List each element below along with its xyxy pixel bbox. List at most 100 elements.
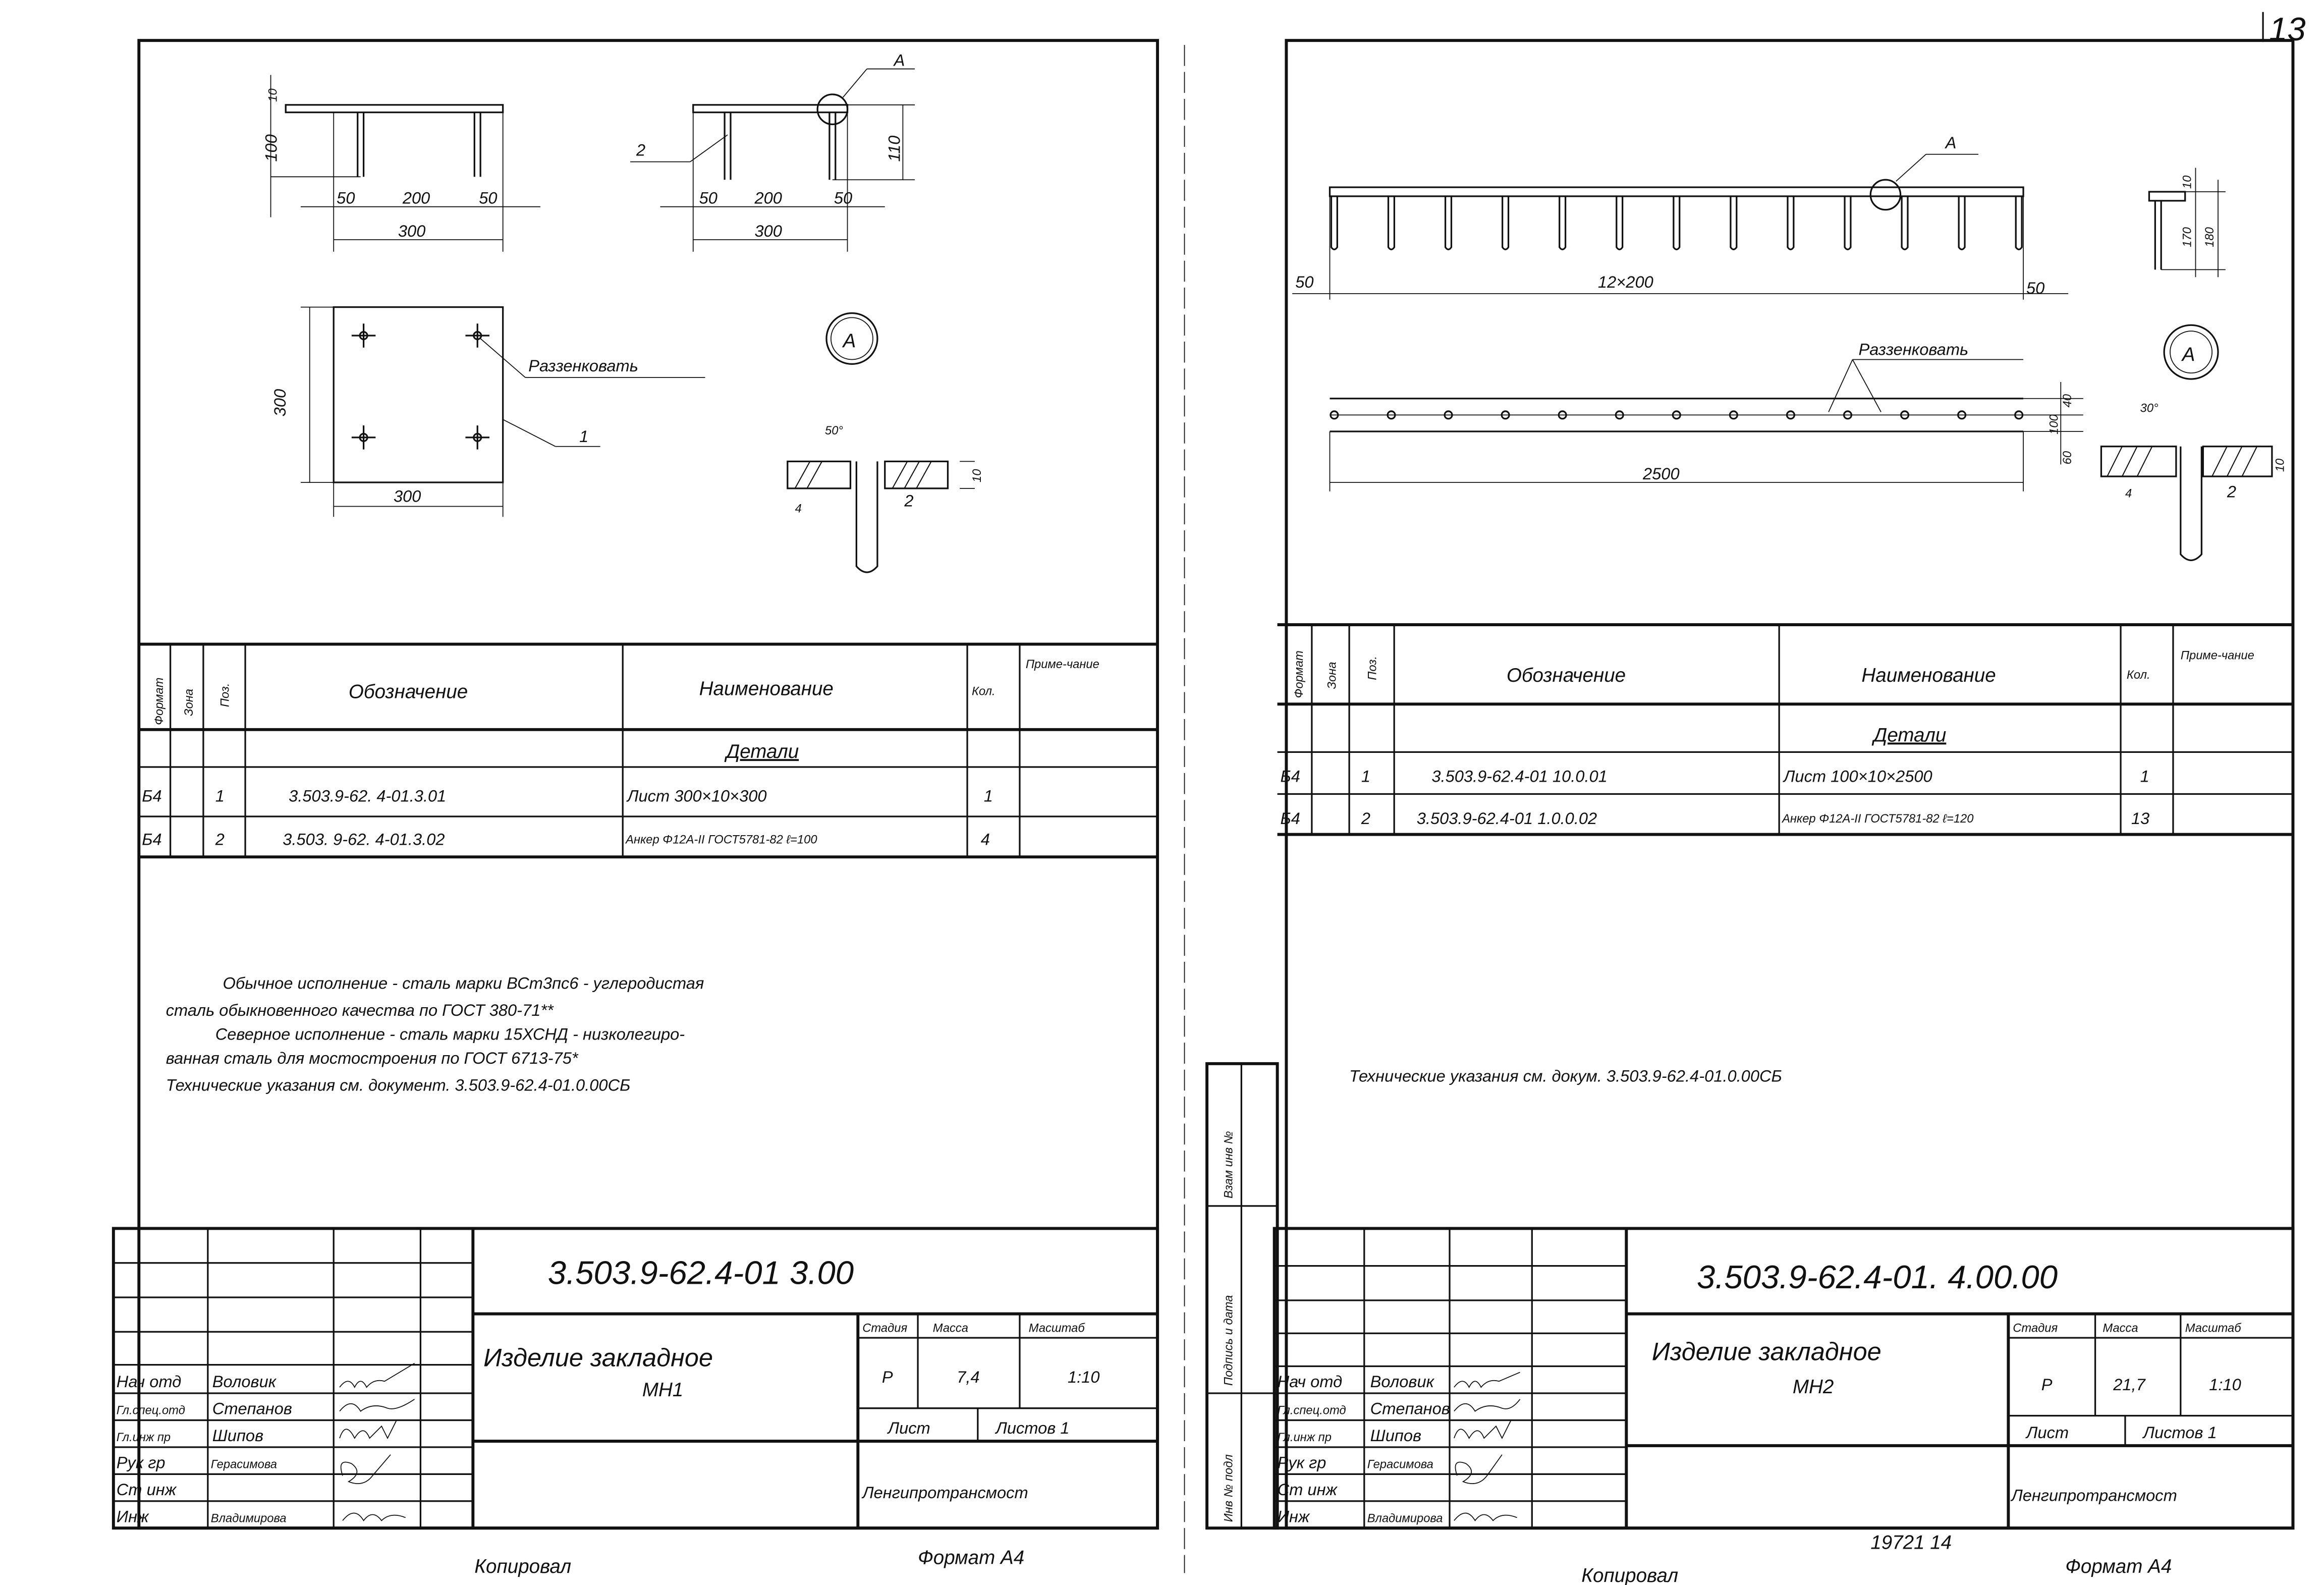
staff-name: Герасимова (1367, 1457, 1433, 1471)
elevation-view: А 50 12×200 50 (1292, 133, 2069, 300)
staff-role: Нач отд (117, 1372, 182, 1391)
staff-role: Гл.спец.отд (117, 1404, 185, 1417)
stage-label: Стадия (2013, 1321, 2058, 1335)
dim-label: 2 (904, 491, 913, 510)
anchor-bar (2015, 196, 2023, 250)
sheets-count-label: Листов 1 (994, 1418, 1069, 1437)
dim-label: 10 (2274, 458, 2287, 472)
staff-name: Шипов (1370, 1426, 1421, 1445)
col-header-designation: Обозначение (1507, 665, 1626, 686)
col-header-name: Наименование (699, 678, 834, 700)
anchor-hole (1843, 410, 1853, 420)
sheet-mn2: А 50 12×200 50 10 170 180 Раззенковать (1205, 39, 2295, 1585)
anchor-hole (1501, 410, 1510, 420)
mass-value: 21,7 (2113, 1375, 2146, 1394)
note-line: Технические указания см. докум. 3.503.9-… (1349, 1066, 1782, 1085)
callout-a: А (893, 51, 905, 70)
dim-label: 4 (2125, 487, 2132, 501)
dim-label: 10 (2181, 175, 2194, 189)
staff-name: Степанов (212, 1399, 292, 1418)
spec-table: Формат Зона Поз. Обозначение Наименовани… (1277, 623, 2293, 836)
dim-label: 50 (699, 189, 717, 207)
note-line: сталь обыкновенного качества по ГОСТ 380… (166, 1001, 554, 1019)
dim-label: 50 (337, 189, 355, 207)
staff-name: Владимирова (1367, 1511, 1443, 1525)
section-title: Детали (1871, 725, 1946, 746)
anchor-bar (1958, 196, 1966, 250)
table-row: Б4 1 3.503.9-62.4-01 10.0.01 Лист 100×10… (1281, 767, 2149, 786)
title-line-2: МН1 (642, 1379, 683, 1401)
cell-name: Лист 100×10×2500 (1783, 767, 1932, 786)
anchor-bar (1844, 196, 1852, 250)
cell-qty: 1 (984, 786, 993, 805)
page-number: 13 (2262, 11, 2306, 47)
dim-label: 60 (2061, 451, 2074, 464)
anchor-hole (1672, 410, 1681, 420)
dim-label: 300 (754, 222, 782, 240)
organization: Ленгипротрансмост (861, 1483, 1028, 1502)
anchor-bar (1502, 196, 1510, 250)
dim-label: 180 (2203, 227, 2217, 247)
col-header-qty: Кол. (2127, 668, 2150, 682)
footer-format: Формат А4 (918, 1547, 1024, 1568)
doc-number: 3.503.9-62.4-01. 4.00.00 (1697, 1259, 2058, 1295)
detail-title: А (2181, 344, 2195, 365)
sheets-count-label: Листов 1 (2142, 1423, 2217, 1442)
doc-number: 3.503.9-62.4-01 3.00 (548, 1254, 854, 1291)
cell-pos: 2 (215, 830, 225, 848)
cell-format: Б4 (1281, 767, 1300, 786)
spec-table: Формат Зона Поз. Обозначение Наименовани… (139, 642, 1158, 859)
sheet-mn1: 10 100 50 200 50 300 А 2 110 50 200 50 (112, 39, 1159, 1577)
detail-a: А 30° 10 2 4 (2100, 324, 2287, 561)
staff-role: Ст инж (1278, 1480, 1338, 1499)
staff-role: Ст инж (117, 1480, 177, 1499)
cell-designation: 3.503.9-62.4-01 10.0.01 (1431, 767, 1607, 786)
anchor-hole (1786, 410, 1795, 420)
page-number-text: 13 (2269, 11, 2306, 47)
staff-role: Нач отд (1278, 1372, 1343, 1391)
side-stamp: Взам инв № Подпись и дата Инв № подл (1205, 1062, 1279, 1530)
staff-role: Гл.инж пр (1278, 1431, 1332, 1444)
signatures (1454, 1372, 1521, 1521)
plan-view: Раззенковать 2500 40 100 60 (1329, 340, 2083, 491)
dim-label: 40 (2061, 394, 2074, 407)
cell-pos: 1 (1361, 767, 1370, 786)
notes: Обычное исполнение - сталь марки ВСт3пс6… (166, 973, 704, 1094)
note-line: Обычное исполнение - сталь марки ВСт3пс6… (223, 973, 704, 992)
table-row: Б4 2 3.503.9-62.4-01 1.0.0.02 Анкер Φ12А… (1281, 809, 2150, 828)
countersink-label: Раззенковать (1858, 340, 1968, 359)
title-line-1: Изделие закладное (1652, 1337, 1882, 1366)
cell-format: Б4 (142, 786, 161, 805)
cell-qty: 1 (2140, 767, 2149, 786)
countersink-label: Раззенковать (528, 356, 638, 375)
col-header-zone: Зона (1325, 662, 1339, 689)
plan-view: 300 300 Раззенковать 1 (270, 306, 705, 517)
staff-name: Степанов (1370, 1399, 1450, 1418)
dim-label: 170 (2181, 227, 2194, 247)
title-line-2: МН2 (1793, 1376, 1834, 1398)
anchor-bar (1901, 196, 1909, 250)
anchor-bar (1673, 196, 1681, 250)
sheet-label: Лист (887, 1418, 930, 1437)
staff-list: Нач отд Воловик Гл.спец.отд Степанов Гл.… (117, 1372, 292, 1525)
callout-pos-2: 2 (636, 141, 645, 159)
stamp-label: Подпись и дата (1222, 1295, 1236, 1386)
dim-label: 12×200 (1598, 272, 1653, 291)
col-header-qty: Кол. (972, 685, 995, 698)
cell-designation: 3.503.9-62. 4-01.3.01 (289, 786, 446, 805)
staff-role: Рук гр (117, 1453, 165, 1471)
col-header-note: Приме-чание (1026, 658, 1099, 671)
col-header-note: Приме-чание (2181, 648, 2254, 662)
anchor-hole (1558, 410, 1567, 420)
anchor-hole (1615, 410, 1624, 420)
front-view-1: 10 100 50 200 50 300 (261, 75, 540, 252)
cell-designation: 3.503.9-62.4-01 1.0.0.02 (1417, 809, 1597, 828)
col-header-pos: Поз. (218, 683, 232, 707)
anchor-bar (1616, 196, 1624, 250)
dim-label: 50 (2026, 279, 2044, 297)
organization: Ленгипротрансмост (2010, 1486, 2177, 1505)
title-line-1: Изделие закладное (483, 1343, 713, 1372)
cell-pos: 1 (215, 786, 225, 805)
dim-label: 50 (834, 189, 852, 207)
detail-angle: 30° (2140, 401, 2159, 415)
